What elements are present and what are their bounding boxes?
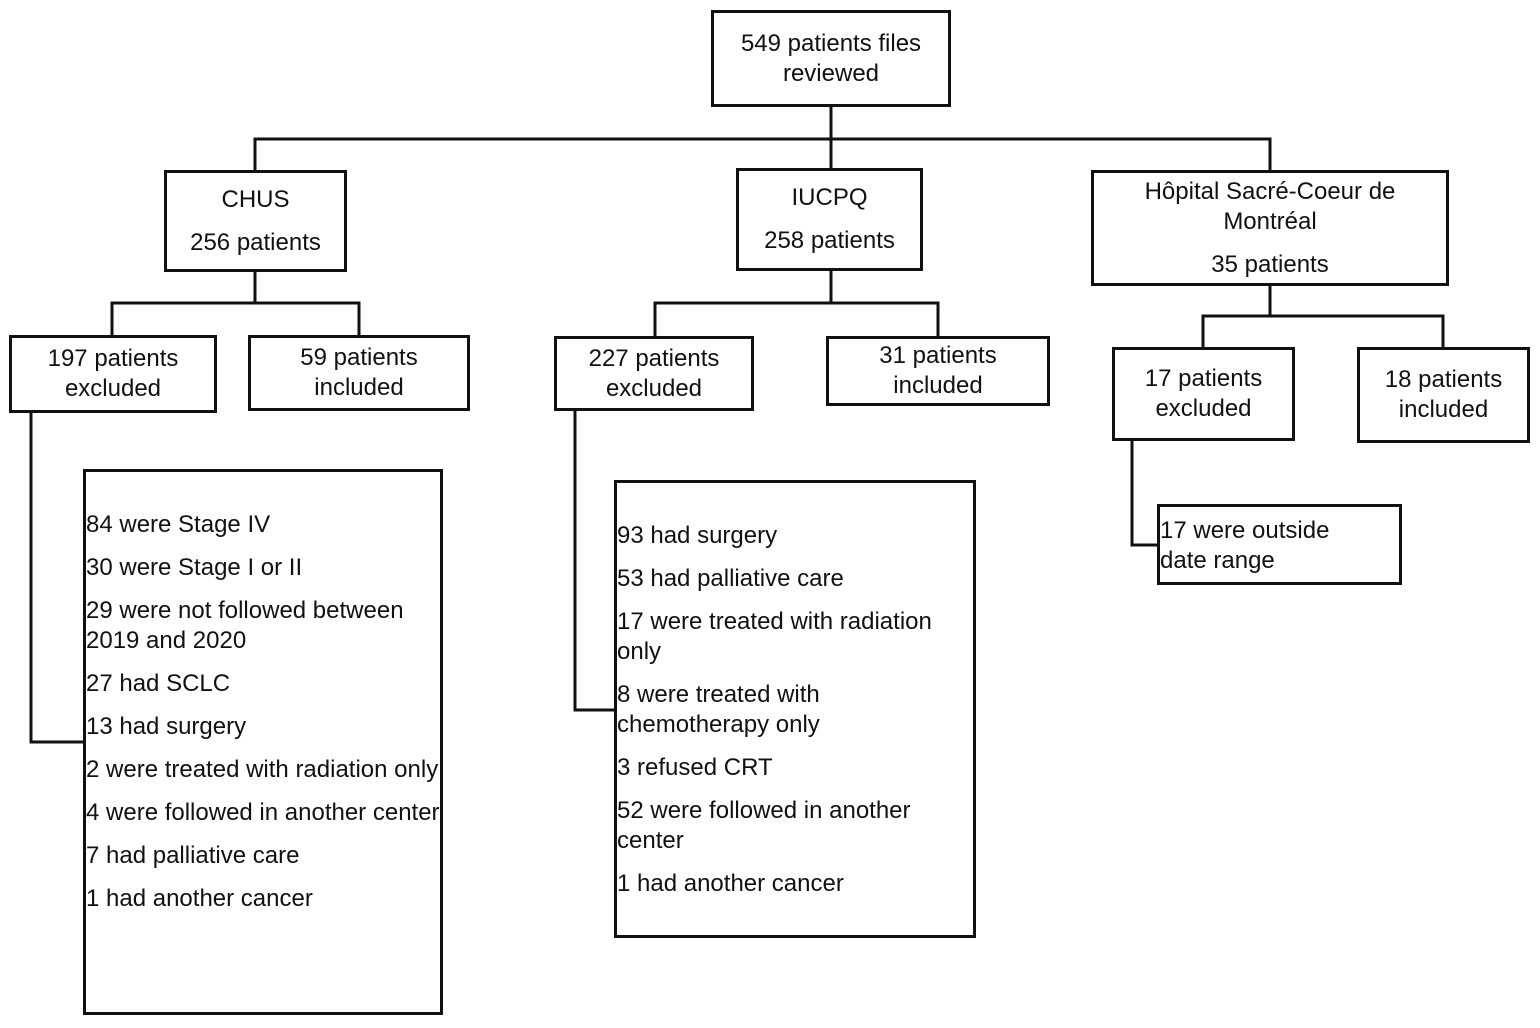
hscm-included-box: 18 patients included — [1357, 347, 1530, 443]
site-box-hscm: Hôpital Sacré-Coeur de Montréal 35 patie… — [1091, 170, 1449, 286]
list-item: 84 were Stage IV — [86, 511, 271, 538]
included-label: included — [314, 374, 404, 401]
iucpq-excluded-box: 227 patients excluded — [554, 336, 754, 411]
list-item: 29 were not followed between 2019 and 20… — [86, 597, 404, 654]
list-item: 13 had surgery — [86, 713, 247, 740]
excluded-label: excluded — [605, 374, 703, 402]
list-item: 3 refused CRT — [617, 754, 773, 781]
included-count: 18 patients — [1384, 366, 1503, 393]
excluded-count: 197 patients — [47, 345, 179, 372]
list-item: 17 were outside date range — [1160, 517, 1330, 574]
list-item: 93 had surgery — [617, 522, 778, 549]
iucpq-exclusion-reasons: 93 had surgery 53 had palliative care 17… — [614, 480, 976, 938]
excluded-label: excluded — [64, 375, 162, 402]
included-label: included — [1398, 396, 1489, 423]
site-box-chus: CHUS 256 patients — [164, 170, 347, 272]
list-item: 1 had another cancer — [617, 870, 844, 897]
list-item: 1 had another cancer — [86, 885, 313, 912]
site-box-iucpq: IUCPQ 258 patients — [736, 168, 923, 271]
list-item: 4 were followed in another center — [86, 799, 440, 826]
list-item: 17 were treated with radiation only — [617, 608, 932, 665]
excluded-count: 227 patients — [588, 344, 720, 372]
site-name: CHUS — [221, 185, 290, 213]
hscm-excluded-box: 17 patients excluded — [1112, 347, 1295, 441]
excluded-label: excluded — [1155, 395, 1252, 422]
excluded-count: 17 patients — [1144, 365, 1263, 392]
chus-included-box: 59 patients included — [248, 335, 470, 411]
list-item: 2 were treated with radiation only — [86, 756, 439, 783]
included-label: included — [893, 372, 983, 399]
iucpq-included-box: 31 patients included — [826, 336, 1050, 406]
list-item: 30 were Stage I or II — [86, 554, 303, 581]
chus-exclusion-reasons: 84 were Stage IV 30 were Stage I or II 2… — [83, 469, 443, 1015]
included-count: 59 patients — [300, 344, 418, 371]
root-line1: 549 patients files — [740, 29, 922, 57]
site-count: 35 patients — [1211, 250, 1329, 278]
chus-excluded-box: 197 patients excluded — [9, 335, 217, 413]
hscm-exclusion-reasons: 17 were outside date range — [1157, 504, 1402, 585]
root-line2: reviewed — [782, 59, 880, 87]
included-count: 31 patients — [879, 342, 997, 369]
root-box: 549 patients files reviewed — [711, 10, 951, 107]
list-item: 52 were followed in another center — [617, 797, 911, 854]
list-item: 27 had SCLC — [86, 670, 231, 697]
site-count: 258 patients — [764, 227, 895, 254]
list-item: 53 had palliative care — [617, 565, 844, 592]
list-item: 8 were treated with chemotherapy only — [617, 681, 820, 738]
site-name: IUCPQ — [791, 184, 868, 211]
list-item: 7 had palliative care — [86, 842, 300, 869]
site-name: Hôpital Sacré-Coeur de Montréal — [1144, 177, 1396, 235]
site-count: 256 patients — [190, 228, 321, 256]
